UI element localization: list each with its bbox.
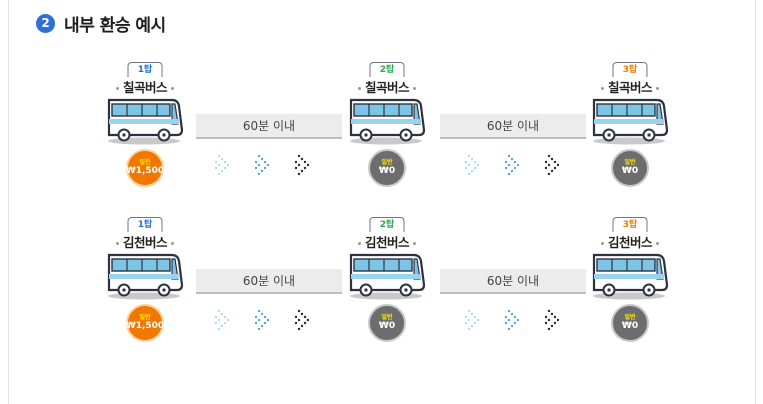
bus-stage-3: 3탑 김천버스 일반 ₩0 [580, 217, 680, 342]
bus-stage-2: 2탑 김천버스 일반 ₩0 [337, 217, 437, 342]
section-heading: 2 내부 환승 예시 [36, 11, 166, 36]
transfer-order-tag: 3탑 [612, 62, 648, 77]
transfer-order-tag: 3탑 [612, 217, 648, 232]
bus-name: 칠곡버스 [580, 77, 680, 96]
transfer-time-box: 60분 이내 [440, 114, 586, 139]
fare-badge: 일반 ₩0 [368, 149, 406, 187]
fare-badge: 일반 ₩1,500 [126, 304, 164, 342]
bus-stage-1: 1탑 김천버스 일반 ₩1,500 [95, 217, 195, 342]
arrow-chevrons-icon [215, 154, 310, 176]
transfer-time-box: 60분 이내 [440, 269, 586, 294]
bus-icon [348, 98, 426, 146]
step-number-badge: 2 [36, 13, 55, 33]
bus-name: 칠곡버스 [337, 77, 437, 96]
bus-stage-3: 3탑 칠곡버스 일반 ₩0 [580, 62, 680, 187]
arrow-chevrons-icon [465, 309, 560, 331]
bus-name: 칠곡버스 [95, 77, 195, 96]
transfer-order-tag: 2탑 [369, 62, 405, 77]
transfer-order-tag: 1탑 [127, 217, 163, 232]
bus-stage-1: 1탑 칠곡버스 일반 ₩1,500 [95, 62, 195, 187]
bus-icon [106, 253, 184, 301]
arrow-chevrons-icon [465, 154, 560, 176]
bus-icon [106, 98, 184, 146]
transfer-row-2: 1탑 김천버스 일반 ₩1,500 60분 이내 2탑 김천버스 일반 ₩0 6… [0, 217, 763, 342]
transfer-order-tag: 2탑 [369, 217, 405, 232]
transfer-row-1: 1탑 칠곡버스 일반 ₩1,500 60분 이내 2탑 칠곡버스 일반 ₩0 6… [0, 62, 763, 187]
content-frame [8, 0, 756, 404]
bus-name: 김천버스 [95, 232, 195, 251]
section-title: 내부 환승 예시 [64, 15, 166, 36]
fare-badge: 일반 ₩1,500 [126, 149, 164, 187]
bus-icon [348, 253, 426, 301]
arrow-chevrons-icon [215, 309, 310, 331]
bus-icon [591, 253, 669, 301]
transfer-order-tag: 1탑 [127, 62, 163, 77]
bus-stage-2: 2탑 칠곡버스 일반 ₩0 [337, 62, 437, 187]
fare-badge: 일반 ₩0 [611, 304, 649, 342]
fare-badge: 일반 ₩0 [368, 304, 406, 342]
fare-badge: 일반 ₩0 [611, 149, 649, 187]
transfer-time-box: 60분 이내 [196, 269, 342, 294]
bus-name: 김천버스 [337, 232, 437, 251]
bus-name: 김천버스 [580, 232, 680, 251]
bus-icon [591, 98, 669, 146]
transfer-time-box: 60분 이내 [196, 114, 342, 139]
